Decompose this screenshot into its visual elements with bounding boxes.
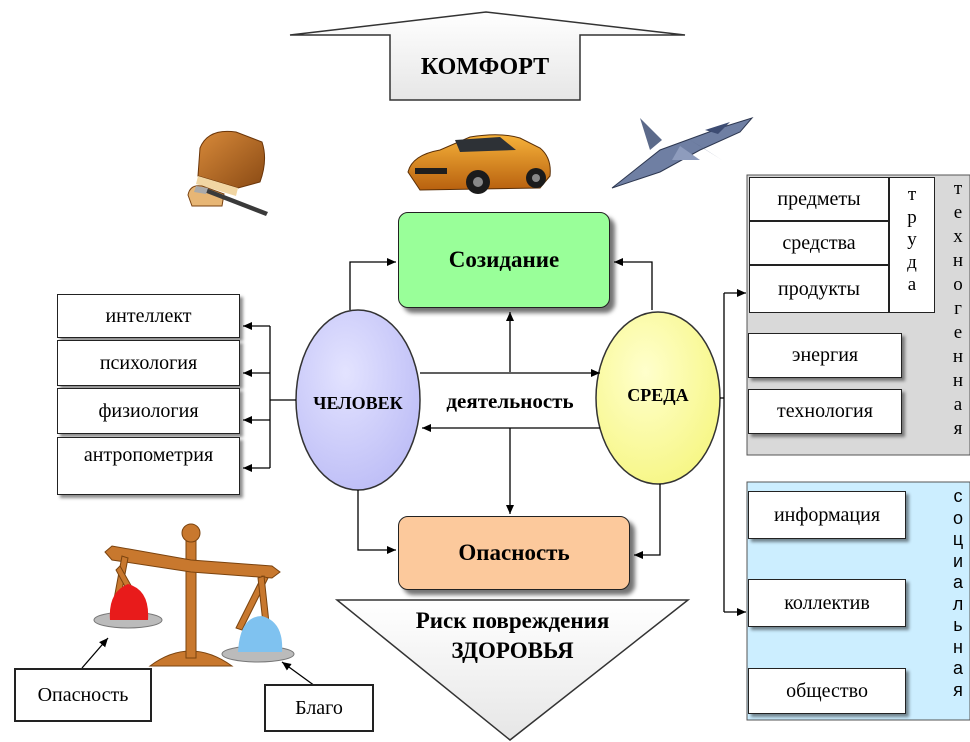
scales-danger-label: Опасность: [14, 668, 152, 722]
human-label: ЧЕЛОВЕК: [313, 392, 403, 413]
comfort-arrow: [289, 11, 686, 101]
pointer-good: [281, 661, 316, 687]
technogenic-technology: технология: [748, 389, 902, 434]
car-icon: [407, 134, 551, 194]
arrow-human-danger: [357, 490, 396, 554]
risk-label-line1: Риск повреждения: [415, 608, 610, 633]
scales-good-label: Благо: [264, 684, 374, 732]
technogenic-row-objects: предметы: [749, 177, 889, 221]
jet-icon: [611, 117, 754, 189]
social-society: общество: [748, 668, 906, 714]
risk-arrow: [334, 599, 691, 741]
factor-psychology: психология: [57, 340, 240, 386]
arrow-environment-creation: [614, 258, 653, 310]
arrow-environment-danger: [634, 484, 661, 559]
pointer-danger: [81, 637, 109, 669]
danger-weight: [109, 584, 149, 620]
scales-pans: [93, 584, 295, 663]
environment-label: СРЕДА: [627, 384, 689, 405]
technogenic-energy: энергия: [748, 333, 902, 378]
bread-icon: [187, 130, 268, 216]
technogenic-row-products: продукты: [749, 265, 889, 313]
good-weight: [238, 616, 283, 652]
factor-anthropometry: антропометрия: [57, 437, 240, 495]
technogenic-row-means: средства: [749, 221, 889, 265]
risk-label-line2: ЗДОРОВЬЯ: [451, 638, 574, 663]
factor-intellect: интеллект: [57, 294, 240, 338]
danger-box: Опасность: [398, 516, 630, 590]
social-collective: коллектив: [748, 579, 906, 627]
creation-box: Созидание: [398, 212, 610, 308]
comfort-label: КОМФОРТ: [420, 53, 550, 80]
arrow-human-creation: [349, 258, 396, 310]
factor-physiology: физиология: [57, 388, 240, 434]
activity-label: деятельность: [426, 386, 594, 416]
social-information: информация: [748, 491, 906, 539]
